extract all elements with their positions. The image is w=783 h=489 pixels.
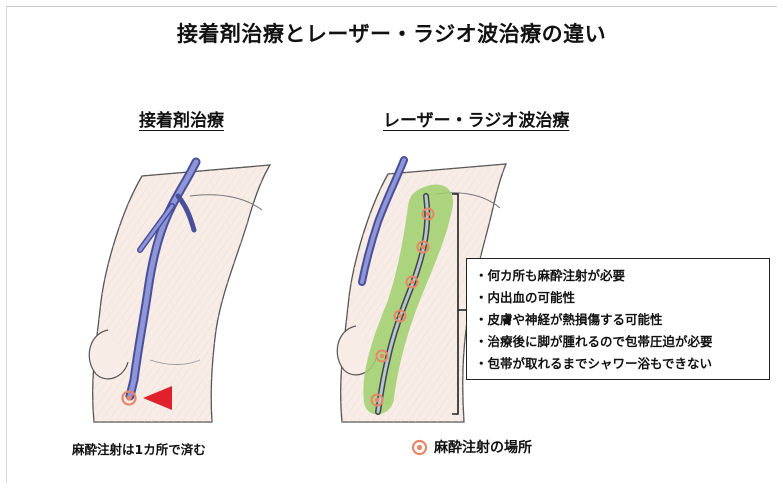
drawback-item: ・何カ所も麻酔注射が必要 — [475, 268, 626, 283]
drawback-item: ・皮膚や神経が熱損傷する可能性 — [475, 312, 663, 327]
range-bracket — [452, 193, 459, 415]
injection-arrow — [143, 386, 172, 410]
glue-treatment-caption: 麻酔注射は1カ所で済む — [72, 442, 206, 457]
injection-site-icon — [375, 349, 389, 363]
legend: 麻酔注射の場所 — [411, 437, 532, 457]
drawback-item: ・治療後に脚が腫れるので包帯圧迫が必要 — [475, 334, 713, 349]
drawback-item: ・内出血の可能性 — [475, 290, 576, 305]
injection-site-icon — [416, 240, 430, 254]
injection-site-icon — [393, 309, 407, 323]
laser-rf-drawbacks-box: ・何カ所も麻酔注射が必要 ・内出血の可能性 ・皮膚や神経が熱損傷する可能性 ・治… — [466, 258, 770, 380]
injection-site-icon — [405, 275, 419, 289]
glue-treatment-heading: 接着剤治療 — [139, 111, 224, 131]
laser-rf-treatment-heading: レーザー・ラジオ波治療 — [383, 111, 570, 131]
injection-site-icon — [421, 207, 435, 221]
legend-label: 麻酔注射の場所 — [434, 440, 532, 456]
left-vein — [125, 157, 201, 401]
right-injection-sites — [370, 207, 435, 407]
injection-site-icon — [411, 439, 428, 455]
left-injection-site — [121, 390, 137, 406]
injection-site-icon — [370, 393, 384, 407]
left-leg — [88, 164, 272, 423]
page-title: 接着剤治療とレーザー・ラジオ波治療の違い — [176, 22, 607, 46]
content-frame — [6, 6, 777, 483]
drawback-item: ・包帯が取れるまでシャワー浴もできない — [475, 356, 713, 371]
